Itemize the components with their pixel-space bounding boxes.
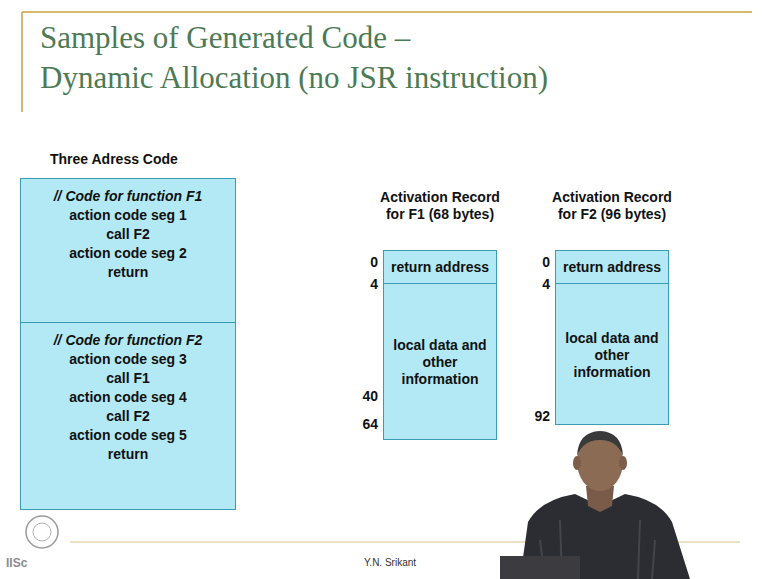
code-line: call F2 — [21, 407, 235, 426]
slide-title: Samples of Generated Code – Dynamic Allo… — [40, 18, 640, 98]
column-heading: Three Adress Code — [50, 151, 210, 167]
field-text: return address — [563, 259, 661, 276]
record-field: return address — [384, 251, 496, 284]
byte-offset: 92 — [520, 408, 550, 424]
title-wrap-spacer — [470, 18, 640, 58]
code-line: return — [21, 445, 235, 464]
activation-record: Activation Record for F2 (96 bytes)retur… — [555, 250, 669, 425]
record-field: return address — [556, 251, 668, 284]
record-field: local data and other information — [384, 284, 496, 441]
institute-mark: IISc — [6, 556, 46, 570]
record-heading: Activation Record for F2 (96 bytes) — [546, 189, 678, 223]
byte-offset: 64 — [348, 416, 378, 432]
record-field: local data and other information — [556, 284, 668, 426]
institute-logo — [26, 516, 58, 548]
field-text: local data and other information — [390, 337, 490, 388]
byte-offset: 40 — [348, 388, 378, 404]
lecturer-figure — [500, 431, 690, 579]
left-rule — [21, 12, 23, 112]
activation-record: Activation Record for F1 (68 bytes)retur… — [383, 250, 497, 440]
code-line: action code seg 2 — [21, 244, 235, 263]
field-text: local data and other information — [562, 330, 662, 381]
byte-offset: 0 — [348, 254, 378, 270]
code-line: action code seg 5 — [21, 426, 235, 445]
code-line: call F2 — [21, 225, 235, 244]
code-line: action code seg 1 — [21, 206, 235, 225]
code-line: call F1 — [21, 369, 235, 388]
byte-offset: 4 — [520, 276, 550, 292]
byte-offset: 4 — [348, 276, 378, 292]
code-line: action code seg 3 — [21, 350, 235, 369]
title-text: Samples of Generated Code – Dynamic Allo… — [40, 20, 548, 95]
author-footer: Y.N. Srikant — [345, 557, 435, 568]
byte-offset: 0 — [520, 254, 550, 270]
record-heading: Activation Record for F1 (68 bytes) — [374, 189, 506, 223]
code-box: // Code for function F2action code seg 3… — [20, 322, 236, 510]
code-line: return — [21, 263, 235, 282]
field-text: return address — [391, 259, 489, 276]
code-line: action code seg 4 — [21, 388, 235, 407]
code-box: // Code for function F1action code seg 1… — [20, 178, 236, 323]
code-comment: // Code for function F1 — [21, 187, 235, 206]
code-comment: // Code for function F2 — [21, 331, 235, 350]
top-rule — [22, 11, 752, 13]
